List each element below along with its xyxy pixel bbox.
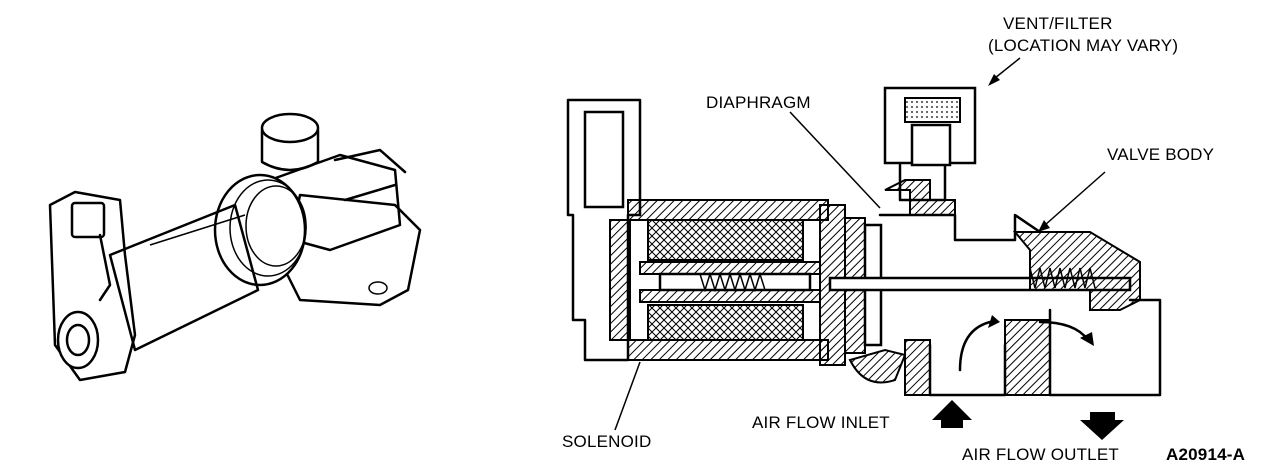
diaphragm-label: DIAPHRAGM bbox=[706, 93, 811, 112]
flow-arrows bbox=[932, 400, 1124, 440]
valve-body-label: VALVE BODY bbox=[1107, 145, 1214, 164]
vent-filter-label: VENT/FILTER bbox=[1003, 14, 1113, 33]
air-flow-inlet-label: AIR FLOW INLET bbox=[752, 413, 890, 432]
leader-lines bbox=[614, 57, 1106, 431]
solenoid-label: SOLENOID bbox=[562, 432, 651, 451]
valve-exterior-illustration bbox=[48, 112, 422, 382]
air-flow-outlet-arrow bbox=[1080, 412, 1124, 440]
valve-cross-section bbox=[566, 86, 1162, 397]
air-flow-inlet-arrow bbox=[932, 400, 972, 428]
air-flow-outlet-label: AIR FLOW OUTLET bbox=[962, 445, 1119, 464]
vent-filter-location-label: (LOCATION MAY VARY) bbox=[988, 36, 1178, 55]
callout-labels: VENT/FILTER (LOCATION MAY VARY) DIAPHRAG… bbox=[562, 14, 1245, 464]
figure-id-label: A20914-A bbox=[1166, 445, 1245, 464]
